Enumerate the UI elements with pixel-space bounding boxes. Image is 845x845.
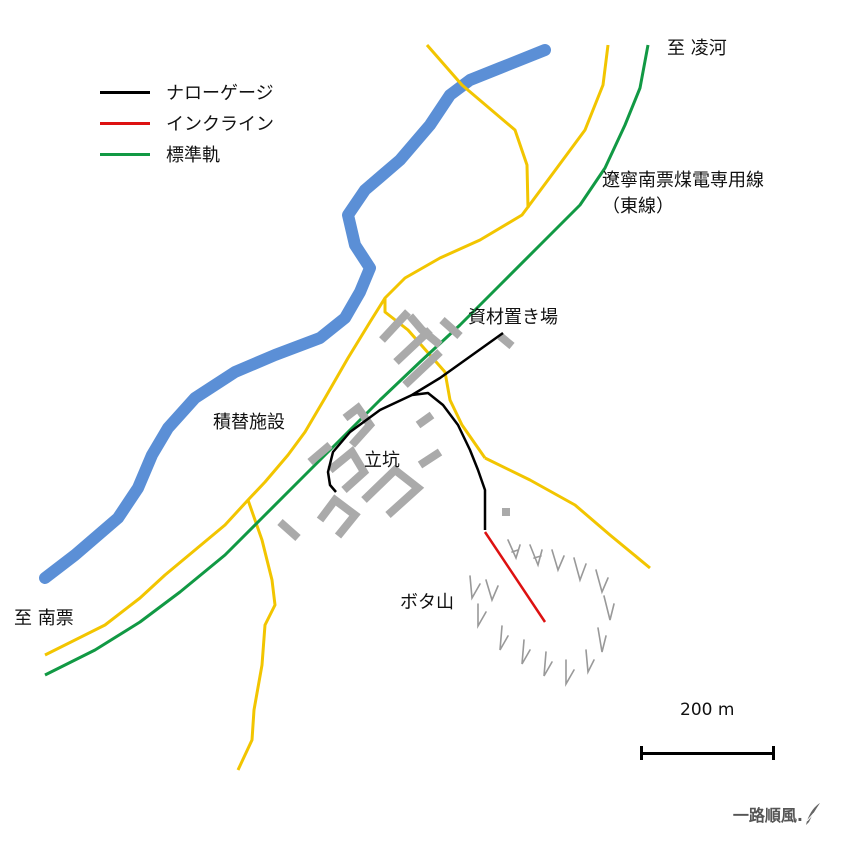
narrow-gauge-line: [326, 331, 504, 530]
legend-label: インクライン: [166, 114, 274, 135]
label-to-nanpiao: 至 南票: [14, 608, 74, 629]
scale-bar-line: [640, 752, 775, 755]
scale-bar-tick-right: [772, 746, 775, 760]
legend-swatch-standard-gauge: [100, 152, 150, 156]
road-east: [484, 456, 651, 570]
spoil-heap-symbol: [469, 539, 615, 688]
road-plant-loop: [383, 298, 487, 459]
feather-pen-icon: [806, 803, 820, 825]
scale-bar-tick-left: [640, 746, 643, 760]
standard-gauge-line: [44, 44, 650, 677]
watermark-text: 一路順風.: [732, 806, 803, 825]
legend-swatch-narrow-gauge: [100, 90, 150, 94]
plant-buildings: [277, 309, 515, 541]
label-spoil-heap: ボタ山: [400, 592, 454, 613]
road-south: [236, 499, 277, 771]
legend-item-standard-gauge: 標準軌: [100, 142, 220, 166]
legend-label: ナローゲージ: [166, 83, 274, 104]
label-line-name-sub: （東線）: [602, 196, 674, 217]
legend-label: 標準軌: [166, 145, 220, 166]
label-shaft: 立坑: [364, 450, 400, 471]
roads: [44, 44, 651, 771]
road-main: [44, 44, 610, 657]
legend-item-narrow-gauge: ナローゲージ: [100, 80, 274, 104]
scale-bar: [640, 746, 775, 760]
watermark: 一路順風.: [733, 801, 823, 827]
label-line-name: 遼寧南票煤電専用線: [602, 170, 764, 191]
river: [39, 44, 551, 584]
legend-swatch-incline: [100, 121, 150, 125]
label-to-linghe: 至 凌河: [667, 38, 727, 59]
label-transfer-facility: 積替施設: [213, 412, 285, 433]
scale-label: 200 m: [680, 700, 735, 720]
label-material-yard: 資材置き場: [468, 307, 558, 328]
incline-line: [483, 531, 547, 623]
road-north-branch: [425, 44, 530, 209]
legend-item-incline: インクライン: [100, 111, 274, 135]
